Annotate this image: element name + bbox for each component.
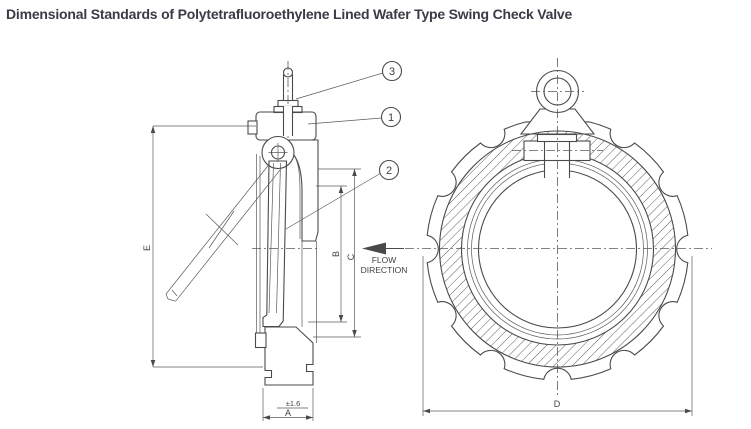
pin-boss: [512, 133, 603, 178]
dimension-label-a: A: [285, 408, 291, 418]
dimension-label-b: B: [331, 251, 341, 257]
callout-2: 2: [285, 159, 400, 230]
flow-label-line2: DIRECTION: [361, 265, 408, 275]
callout-3: 3: [295, 60, 403, 100]
open-disc-phantom: [165, 161, 281, 302]
tolerance-label: ±1.6: [286, 399, 301, 408]
page-title: Dimensional Standards of Polytetrafluoro…: [6, 6, 573, 22]
hinge-boss: [261, 135, 295, 170]
flow-label-line1: FLOW: [372, 255, 397, 265]
valve-body-top: [247, 106, 319, 242]
dimension-d: D: [422, 256, 693, 416]
dimension-label-e: E: [142, 245, 152, 251]
callout-1-label: 1: [388, 112, 394, 124]
seat-liner: [256, 154, 261, 338]
valve-body-bottom: [254, 326, 314, 386]
dimension-c: C: [313, 168, 361, 338]
flow-direction: FLOW DIRECTION: [361, 242, 408, 275]
dimension-b: B: [308, 185, 347, 323]
dimension-label-d: D: [554, 399, 561, 409]
valve-disc: [262, 160, 288, 328]
callout-2-label: 2: [386, 165, 392, 177]
flow-arrow-icon: [362, 242, 386, 255]
dimension-e: E: [142, 125, 263, 368]
front-view: D: [405, 58, 712, 416]
dimension-label-c: C: [346, 253, 356, 260]
callout-3-label: 3: [389, 66, 395, 78]
cross-section-view: E B C: [142, 60, 408, 421]
dimension-a: ±1.6 A: [262, 388, 314, 421]
callout-1: 1: [307, 106, 402, 128]
